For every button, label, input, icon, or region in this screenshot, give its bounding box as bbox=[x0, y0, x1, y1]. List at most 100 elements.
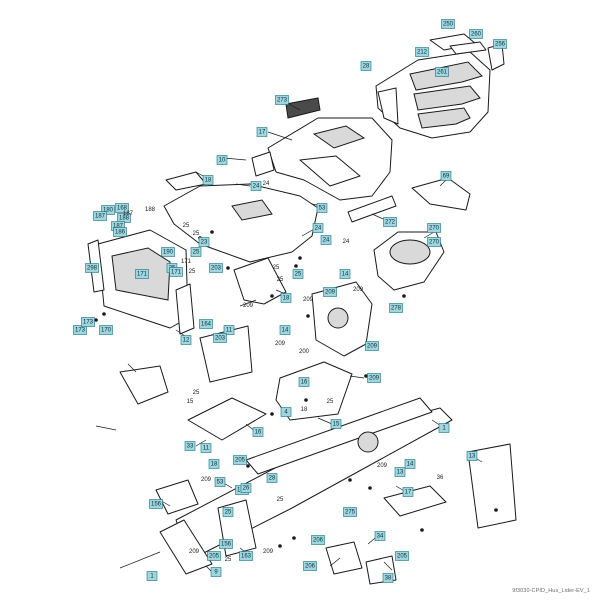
grille-assembly bbox=[375, 33, 505, 139]
callout-number: 14 bbox=[282, 328, 289, 334]
callout-box bbox=[330, 419, 342, 429]
callout-number: 209 bbox=[369, 376, 380, 382]
callout-box bbox=[466, 451, 478, 461]
callout-number: 205 bbox=[235, 458, 246, 464]
callout-box bbox=[99, 325, 113, 335]
callout-16: 16 bbox=[252, 427, 264, 437]
callout-number: 203 bbox=[211, 266, 222, 272]
callout-number: 14 bbox=[407, 462, 414, 468]
callout-38: 38 bbox=[382, 573, 394, 583]
callout-number: 275 bbox=[345, 510, 356, 516]
callout-256: 256 bbox=[493, 39, 507, 49]
callout-box bbox=[275, 95, 289, 105]
callout-203: 203 bbox=[213, 333, 227, 343]
callout-number: 26 bbox=[243, 486, 250, 492]
callout-box bbox=[323, 287, 337, 297]
plain-label-171: 171 bbox=[181, 259, 192, 265]
callout-box bbox=[427, 237, 441, 247]
callout-number: 170 bbox=[101, 328, 112, 334]
callout-273: 273 bbox=[275, 95, 289, 105]
callout-box bbox=[207, 551, 221, 561]
callout-190: 190 bbox=[161, 247, 175, 257]
callout-box bbox=[213, 333, 227, 343]
callout-box bbox=[440, 171, 452, 181]
callouts: 2502602122562826127317101824532726927024… bbox=[73, 19, 507, 583]
callout-number: 9 bbox=[214, 570, 218, 576]
callout-box bbox=[394, 467, 406, 477]
callout-box bbox=[374, 531, 386, 541]
callout-275: 275 bbox=[343, 507, 357, 517]
callout-box bbox=[438, 423, 450, 433]
plain-label-209: 209 bbox=[189, 549, 200, 555]
callout-number: 53 bbox=[319, 206, 326, 212]
callout-box bbox=[222, 507, 234, 517]
callout-69: 69 bbox=[440, 171, 452, 181]
callout-number: 156 bbox=[221, 542, 232, 548]
callout-box bbox=[292, 269, 304, 279]
callout-number: 16 bbox=[301, 380, 308, 386]
callout-23: 23 bbox=[198, 237, 210, 247]
callout-box bbox=[93, 211, 107, 221]
callout-171: 171 bbox=[169, 267, 183, 277]
callout-205: 205 bbox=[395, 551, 409, 561]
callout-number: 28 bbox=[269, 476, 276, 482]
plain-label-15: 15 bbox=[187, 399, 194, 405]
callout-261: 261 bbox=[435, 67, 449, 77]
console-panel bbox=[87, 229, 195, 335]
callout-24: 24 bbox=[320, 235, 332, 245]
callout-212: 212 bbox=[415, 47, 429, 57]
callout-number: 1 bbox=[150, 574, 154, 580]
callout-box bbox=[223, 325, 235, 335]
callout-number: 33 bbox=[187, 444, 194, 450]
callout-number: 206 bbox=[305, 564, 316, 570]
callout-53: 53 bbox=[214, 477, 226, 487]
callout-17: 17 bbox=[402, 487, 414, 497]
callout-number: 256 bbox=[495, 42, 506, 48]
callout-number: 4 bbox=[284, 410, 288, 416]
callout-number: 209 bbox=[325, 290, 336, 296]
callout-box bbox=[199, 319, 213, 329]
plain-label-209: 209 bbox=[303, 297, 314, 303]
callout-box bbox=[73, 325, 87, 335]
callout-163: 163 bbox=[239, 551, 253, 561]
callout-box bbox=[415, 47, 429, 57]
callout-number: 53 bbox=[217, 480, 224, 486]
plain-label-25: 25 bbox=[327, 399, 334, 405]
callout-250: 250 bbox=[441, 19, 455, 29]
plain-label-24: 24 bbox=[263, 181, 270, 187]
callout-number: 270 bbox=[429, 226, 440, 232]
callout-number: 17 bbox=[405, 490, 412, 496]
callout-box bbox=[365, 341, 379, 351]
callout-206: 206 bbox=[311, 535, 325, 545]
main-frame bbox=[155, 397, 453, 575]
callout-209: 209 bbox=[367, 373, 381, 383]
callout-number: 156 bbox=[151, 502, 162, 508]
callout-box bbox=[180, 335, 192, 345]
callout-272: 272 bbox=[383, 217, 397, 227]
callout-25: 25 bbox=[222, 507, 234, 517]
callout-number: 69 bbox=[443, 174, 450, 180]
callout-number: 18 bbox=[283, 296, 290, 302]
plain-label-209: 209 bbox=[275, 341, 286, 347]
callout-18: 18 bbox=[202, 175, 214, 185]
callout-number: 15 bbox=[333, 422, 340, 428]
callout-12: 12 bbox=[180, 335, 192, 345]
callout-number: 187 bbox=[95, 214, 106, 220]
plain-label-188: 188 bbox=[145, 207, 156, 213]
callout-number: 205 bbox=[209, 554, 220, 560]
callout-180: 180 bbox=[101, 205, 115, 215]
callout-number: 163 bbox=[241, 554, 252, 560]
callout-number: 25 bbox=[225, 510, 232, 516]
callout-number: 260 bbox=[471, 32, 482, 38]
callout-box bbox=[219, 539, 233, 549]
callout-box bbox=[208, 459, 220, 469]
callout-number: 11 bbox=[203, 446, 210, 452]
callout-number: 28 bbox=[363, 64, 370, 70]
callout-9: 9 bbox=[210, 567, 222, 577]
callout-box bbox=[311, 535, 325, 545]
callout-box bbox=[200, 443, 212, 453]
callout-14: 14 bbox=[404, 459, 416, 469]
callout-box bbox=[343, 507, 357, 517]
callout-number: 23 bbox=[201, 240, 208, 246]
callout-number: 173 bbox=[83, 320, 94, 326]
